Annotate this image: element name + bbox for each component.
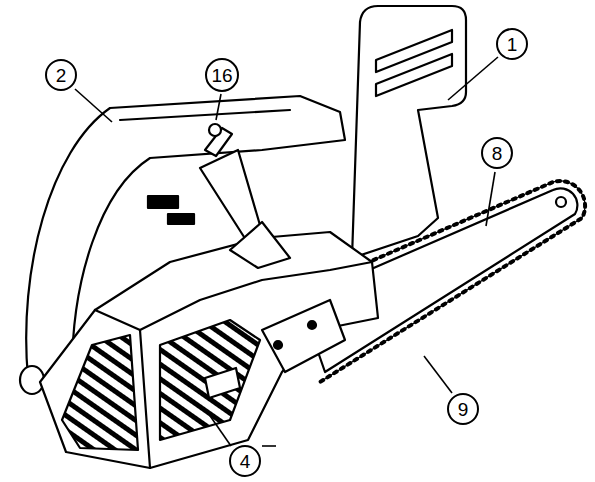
guard-slot (376, 54, 452, 96)
callout-number: 8 (492, 144, 503, 163)
callout-circle: 4 (229, 445, 261, 477)
callout-number: 9 (458, 400, 469, 419)
leader-line (424, 356, 452, 393)
leader-line (216, 94, 221, 120)
callout-circle: 9 (447, 393, 479, 425)
switch-knob (209, 124, 221, 136)
bar-nose-rivet (556, 197, 566, 207)
throttle-lever (200, 150, 262, 240)
callout-number: 1 (507, 35, 518, 54)
leader-line (75, 89, 112, 122)
chain-brake-lever (230, 222, 290, 268)
bar-nut (308, 321, 316, 329)
callout-number: 2 (56, 66, 67, 85)
cooling-fins (160, 320, 260, 440)
callout-circle: 1 (496, 28, 528, 60)
vent-slot (168, 214, 194, 224)
front-hand-guard (352, 6, 466, 258)
leader-line (448, 57, 498, 100)
leader-tick (262, 445, 276, 447)
cooling-fins (62, 335, 138, 450)
leader-lines (75, 57, 498, 446)
guard-slot (376, 30, 452, 72)
vent-slot (148, 196, 178, 208)
sprocket-cover (262, 300, 345, 372)
leader-line (486, 172, 495, 226)
engine-housing (40, 232, 378, 468)
name-plate (205, 368, 240, 398)
leader-line (206, 410, 231, 446)
callout-circle: 8 (481, 137, 513, 169)
callout-number: 4 (240, 452, 251, 471)
callout-circle: 16 (205, 58, 239, 92)
bar-nut (274, 341, 282, 349)
callout-number: 16 (211, 66, 232, 85)
callout-circle: 2 (45, 59, 77, 91)
